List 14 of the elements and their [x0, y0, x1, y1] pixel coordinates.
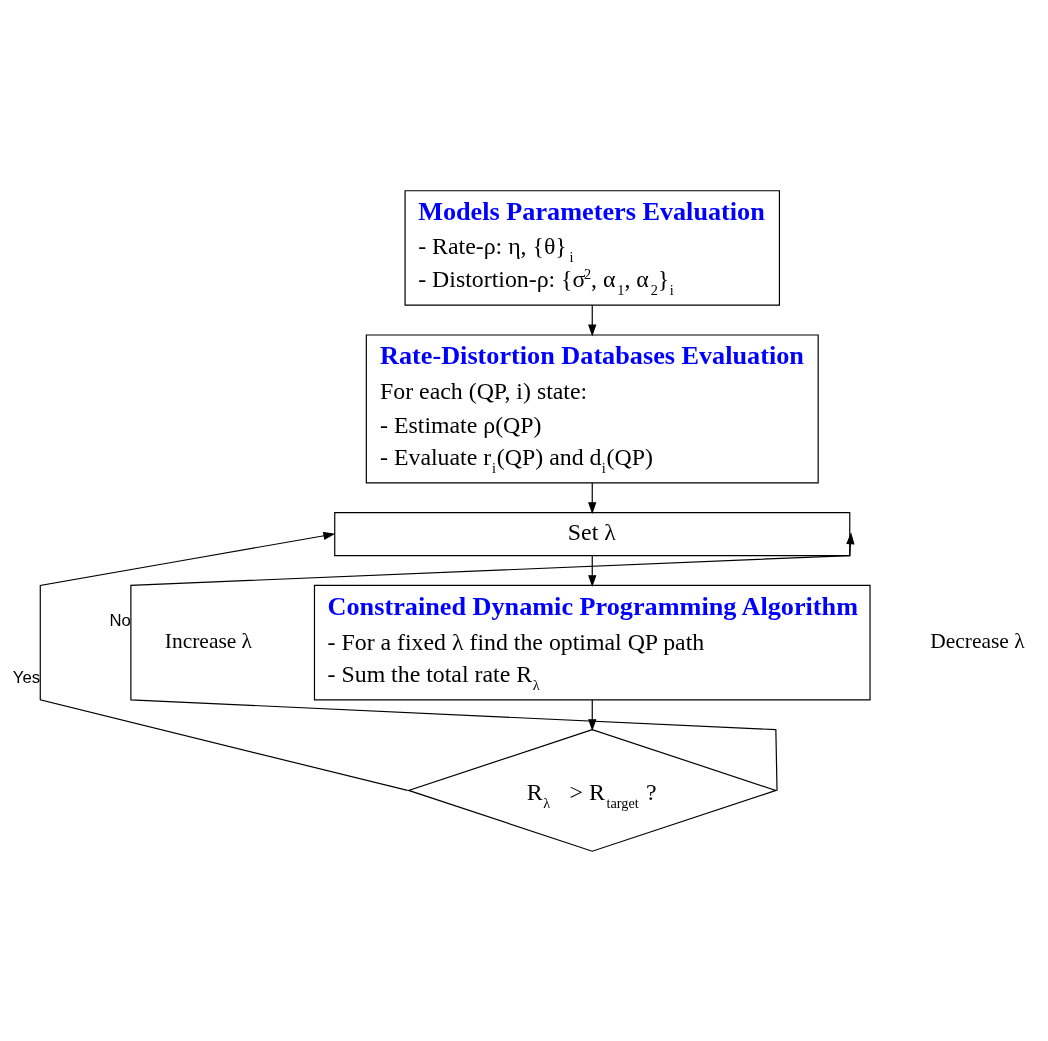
arrow: [39, 531, 409, 791]
arrow: [588, 554, 597, 587]
label: Increase λ: [164, 628, 253, 653]
arrow: [130, 531, 855, 791]
label: Decrease λ: [930, 628, 1025, 653]
node-box: Rate-Distortion Databases Evaluation For each (QP, i) state: - Estimate ρ(QP) - Evaluate r$_{i}$(QP) and d$_{i}$(QP): [365, 333, 819, 483]
node-box: Set λ: [334, 511, 851, 556]
node-box: Models Parameters Evaluation - Rate-ρ: η, {θ}$_{i}$ - Distortion-ρ: {σ$^{2}$, α$_{1}$, α$_{2}$}$_{i}$: [404, 189, 780, 306]
node-diamond: R$_{λ}$ > R$_{target}$ ?: [406, 728, 778, 852]
edge-label: Yes: [12, 667, 41, 687]
arrow: [588, 481, 597, 514]
arrow: [588, 304, 597, 336]
edge-label: No: [109, 610, 131, 630]
node-box: Constrained Dynamic Programming Algorithm - For a fixed λ find the optimal QP path - Sum the total rate R$_{λ}$: [313, 584, 871, 700]
